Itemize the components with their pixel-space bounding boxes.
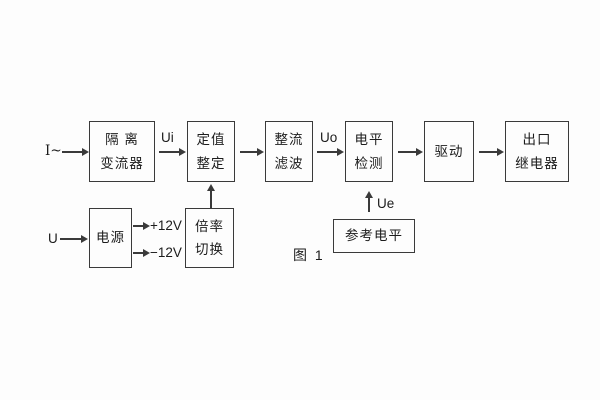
arrow-setting-to-rectifier-icon [240, 148, 264, 155]
block-setpoint-adjust: 定值 整定 [187, 121, 235, 182]
figure-caption: 图 1 [293, 247, 325, 263]
block-label: 倍率 [195, 218, 224, 234]
arrow-current-input-icon [62, 148, 89, 155]
block-label: 参考电平 [345, 228, 403, 244]
block-power-supply: 电源 [89, 208, 132, 268]
minus12v-label: −12V [150, 245, 182, 260]
block-label: 检测 [354, 155, 384, 171]
arrow-reference-ue-icon [365, 191, 372, 212]
signal-uo-label: Uo [320, 130, 338, 145]
signal-ui-label: Ui [161, 130, 174, 145]
arrow-plus12v-icon [133, 222, 150, 229]
block-label: 电平 [354, 132, 384, 147]
arrow-isolation-to-setting-icon [159, 148, 186, 155]
block-label: 出口 [522, 132, 552, 147]
arrow-minus12v-icon [133, 249, 150, 256]
arrow-ratio-to-setting-icon [207, 184, 214, 208]
block-output-relay: 出口 继电器 [505, 121, 569, 182]
input-current-label: I~ [45, 143, 62, 159]
block-label: 整流 [274, 132, 304, 147]
block-label: 驱动 [434, 143, 464, 159]
block-label: 隔 离 [105, 132, 139, 147]
block-label: 继电器 [515, 155, 559, 171]
block-label: 滤波 [274, 155, 304, 171]
block-rectifier-filter: 整流 滤波 [265, 121, 313, 182]
block-label: 定值 [196, 132, 226, 147]
block-label: 电源 [96, 230, 125, 246]
input-voltage-label: U [48, 231, 58, 246]
block-ratio-switch: 倍率 切换 [185, 208, 234, 268]
arrow-drive-to-relay-icon [479, 148, 504, 155]
arrow-detect-to-drive-icon [398, 148, 423, 155]
block-reference-level: 参考电平 [333, 219, 415, 253]
plus12v-label: +12V [150, 218, 182, 233]
signal-ue-label: Ue [377, 196, 395, 211]
block-label: 变流器 [100, 155, 144, 171]
block-isolation-transformer: 隔 离 变流器 [89, 121, 155, 182]
block-label: 切换 [195, 242, 224, 257]
block-level-detect: 电平 检测 [345, 121, 393, 182]
arrow-voltage-input-icon [60, 235, 88, 242]
arrow-rectifier-to-detect-icon [317, 148, 344, 155]
block-drive: 驱动 [424, 121, 474, 182]
block-label: 整定 [196, 155, 226, 171]
